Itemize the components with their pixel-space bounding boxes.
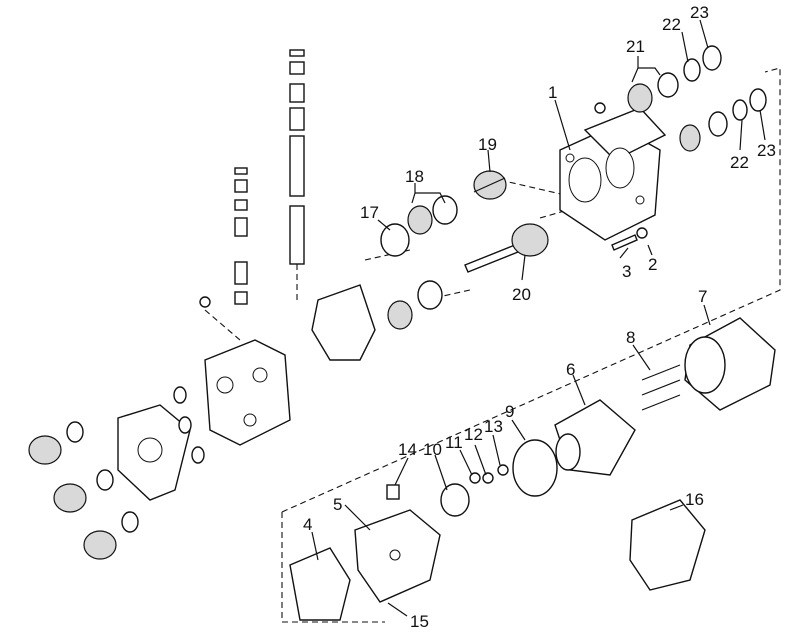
driven-gear — [473, 170, 507, 200]
callout-20: 20 — [512, 285, 531, 304]
valve-stack-left — [234, 167, 248, 305]
callout-23-lower: 23 — [757, 141, 776, 160]
callout-16: 16 — [685, 490, 704, 509]
callout-10: 10 — [423, 440, 442, 459]
left-gear-set — [28, 386, 205, 560]
callout-6: 6 — [566, 360, 575, 379]
callout-8: 8 — [626, 328, 635, 347]
callout-15: 15 — [410, 612, 429, 631]
o-ring-9 — [512, 439, 558, 497]
callout-22-lower: 22 — [730, 153, 749, 172]
callout-2: 2 — [648, 255, 657, 274]
bushings — [387, 195, 458, 330]
callout-5: 5 — [333, 495, 342, 514]
small-valve-parts — [386, 464, 509, 517]
callout-1: 1 — [548, 83, 557, 102]
bolt-and-washer — [611, 227, 648, 251]
drive-gear-shaft — [464, 223, 549, 273]
callout-23-upper: 23 — [690, 3, 709, 22]
callout-21: 21 — [626, 37, 645, 56]
o-ring-17 — [380, 223, 410, 257]
callout-22-upper: 22 — [662, 15, 681, 34]
callout-11: 11 — [445, 433, 463, 452]
filter-cover — [354, 509, 441, 603]
pump-housing — [559, 107, 667, 241]
pump-axis-dashed-line — [364, 179, 586, 301]
callout-labels: 1 2 3 4 5 6 7 8 9 10 11 12 13 14 15 16 1… — [303, 3, 776, 631]
valve-body — [199, 296, 291, 446]
leader-lines — [311, 19, 766, 617]
relief-valve-stack — [289, 49, 305, 300]
filter-element — [554, 399, 636, 476]
end-plate — [629, 499, 706, 591]
callout-18: 18 — [405, 167, 424, 186]
filter-housing — [684, 317, 776, 411]
callout-19: 19 — [478, 135, 497, 154]
spring-8 — [641, 364, 681, 411]
gasket — [311, 284, 376, 361]
callout-13: 13 — [484, 417, 503, 436]
callout-7: 7 — [698, 287, 707, 306]
callout-17: 17 — [360, 203, 379, 222]
cover-gasket — [289, 547, 351, 621]
bearing-set-upper — [594, 45, 767, 152]
callout-14: 14 — [398, 440, 417, 459]
callout-9: 9 — [505, 402, 514, 421]
callout-12: 12 — [464, 425, 483, 444]
filter-group-dashed-outline — [281, 67, 781, 623]
callout-3: 3 — [622, 262, 631, 281]
callout-4: 4 — [303, 515, 312, 534]
